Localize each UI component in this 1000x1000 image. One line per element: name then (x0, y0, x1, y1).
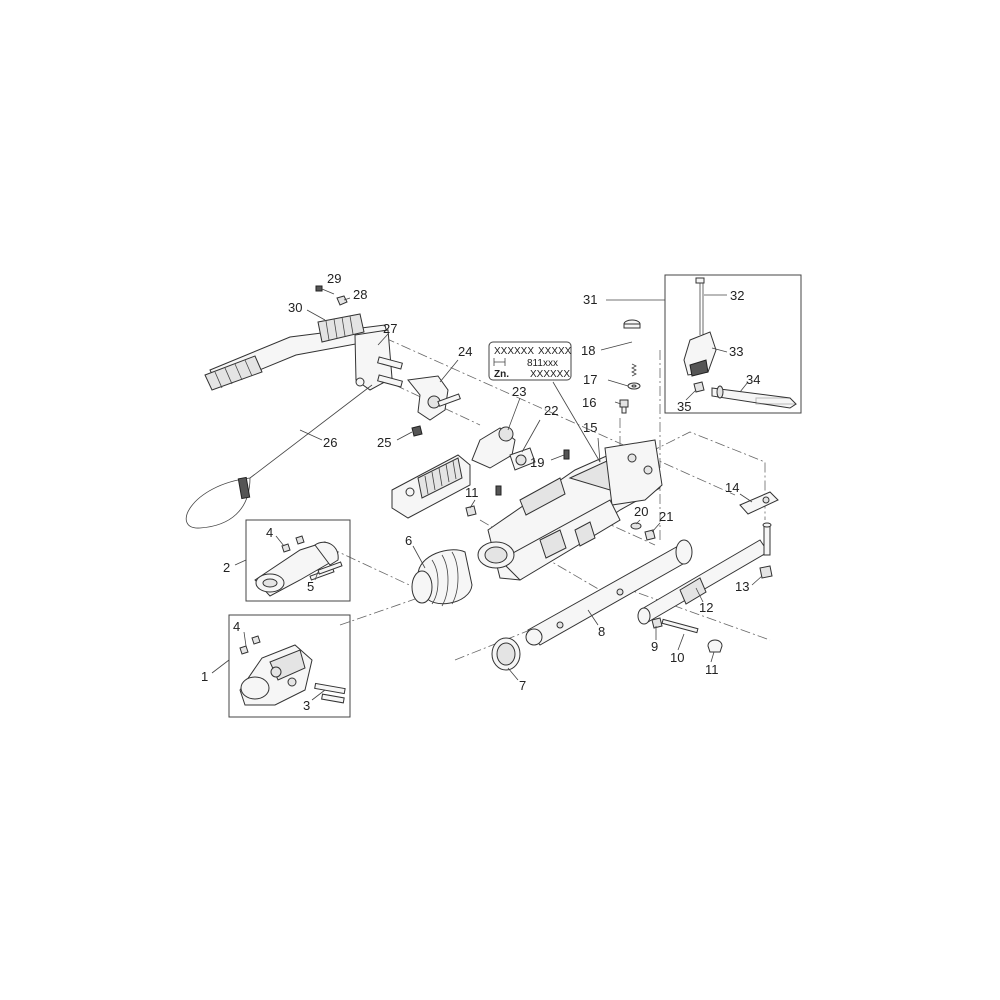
drawbar-tube (525, 539, 693, 646)
detail-box-1 (228, 614, 351, 718)
label-part-10: 10 (670, 650, 684, 665)
washer-17 (627, 382, 641, 390)
label-part-6: 6 (405, 533, 412, 548)
bolt-16 (619, 399, 629, 414)
label-part-34: 34 (746, 372, 760, 387)
label-part-17: 17 (583, 372, 597, 387)
leader-lines (211, 294, 763, 701)
label-part-8: 8 (598, 624, 605, 639)
label-part-26: 26 (323, 435, 337, 450)
label-part-29: 29 (327, 271, 341, 286)
damper-12 (637, 522, 772, 625)
spring-18 (631, 363, 637, 377)
label-part-5: 5 (307, 579, 314, 594)
label-part-27: 27 (383, 321, 397, 336)
label-part-20: 20 (634, 504, 648, 519)
label-part-30: 30 (288, 300, 302, 315)
label-part-2: 2 (223, 560, 230, 575)
grease-nipple-19 (563, 449, 570, 460)
label-part-18: 18 (581, 343, 595, 358)
label-part-31: 31 (583, 292, 597, 307)
label-part-25: 25 (377, 435, 391, 450)
bolt-29 (315, 285, 335, 295)
type-plate-frame (488, 341, 572, 381)
spring-housing (391, 454, 471, 519)
label-part-28: 28 (353, 287, 367, 302)
label-part-11b: 11 (465, 485, 479, 500)
type-plate-row1-right: XXXXX (538, 346, 572, 357)
label-part-15: 15 (583, 420, 597, 435)
label-part-7: 7 (519, 678, 526, 693)
shaft-34 (711, 385, 798, 409)
label-part-4b: 4 (233, 619, 240, 634)
label-part-32: 32 (730, 288, 744, 303)
label-part-1: 1 (201, 669, 208, 684)
handbrake-lever (204, 313, 393, 391)
label-part-13: 13 (735, 579, 749, 594)
label-part-35: 35 (677, 399, 691, 414)
label-part-3: 3 (303, 698, 310, 713)
bolts-3 (314, 682, 346, 704)
detail-box-2 (245, 519, 351, 602)
bracket-23 (471, 426, 516, 469)
label-part-19: 19 (530, 455, 544, 470)
cap-18 (623, 319, 641, 329)
label-part-16: 16 (582, 395, 596, 410)
nut-25 (411, 425, 423, 437)
type-plate-row1-left: XXXXXX (494, 346, 534, 357)
drawbar-housing (477, 439, 663, 581)
nut-9 (651, 617, 663, 629)
label-part-12: 12 (699, 600, 713, 615)
label-part-21: 21 (659, 509, 673, 524)
label-part-14: 14 (725, 480, 739, 495)
nuts-4-lower (239, 635, 261, 655)
lever-24 (407, 375, 461, 421)
type-plate-code: 811xxx (527, 358, 558, 369)
label-part-24: 24 (458, 344, 472, 359)
brake-cable (185, 384, 373, 529)
label-part-23: 23 (512, 384, 526, 399)
bolt-10 (661, 618, 699, 634)
type-plate-row3-label: Zn. (494, 369, 509, 380)
type-plate: XXXXXX XXXXX 811xxx Zn. XXXXXX (488, 341, 572, 381)
washer-20 (630, 522, 642, 530)
bracket-33 (683, 331, 717, 377)
label-part-4a: 4 (266, 525, 273, 540)
grease-nipple-11a (495, 485, 502, 496)
label-part-22: 22 (544, 403, 558, 418)
bolt-32 (695, 277, 705, 335)
label-part-33: 33 (729, 344, 743, 359)
eye-coupling (254, 541, 339, 597)
nut-13 (759, 565, 773, 579)
bushing-7 (491, 637, 521, 671)
cap-11 (707, 639, 723, 653)
type-plate-row3-value: XXXXXX (530, 369, 570, 380)
label-part-9: 9 (651, 639, 658, 654)
nut-28 (336, 295, 348, 306)
label-part-11a: 11 (705, 662, 719, 677)
nut-21 (644, 529, 656, 541)
part-number-labels: 1 2 3 4 4 5 6 7 8 9 10 11 11 12 13 14 15… (201, 271, 760, 713)
detail-box-31 (664, 274, 802, 414)
pin-27 (377, 356, 403, 388)
plate-14 (739, 491, 779, 515)
nut-35 (693, 381, 705, 393)
nut-11b (465, 505, 477, 517)
ball-coupling (239, 644, 313, 706)
bellows (411, 549, 473, 607)
